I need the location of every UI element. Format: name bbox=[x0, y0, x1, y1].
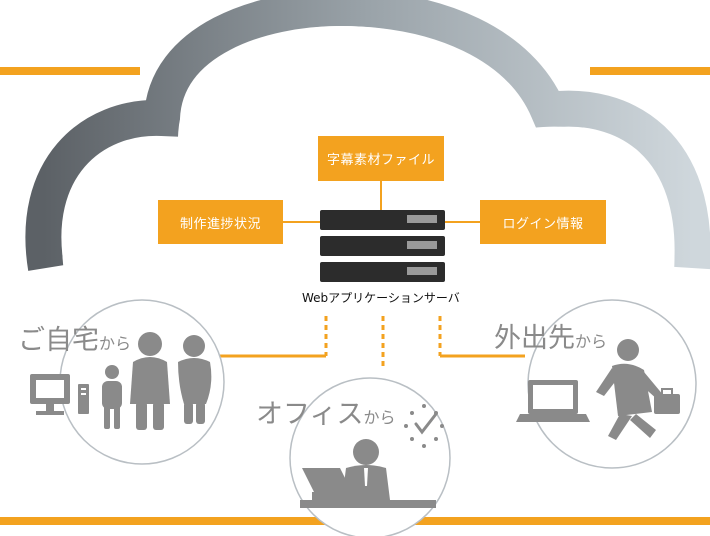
office-worker-icon bbox=[300, 439, 436, 508]
server-icon bbox=[320, 210, 445, 282]
office-label: オフィスから bbox=[256, 392, 395, 431]
subtitle-files-label: 字幕素材ファイル bbox=[326, 153, 435, 168]
server-label: Webアプリケーションサーバ bbox=[302, 291, 460, 305]
home-label-suffix: から bbox=[99, 334, 132, 353]
businessman-icon bbox=[596, 339, 680, 440]
family-icon bbox=[102, 332, 212, 430]
login-info-label: ログイン情報 bbox=[502, 216, 584, 232]
subtitle-files-box: 字幕素材ファイル bbox=[318, 136, 444, 181]
progress-status-box: 制作進捗状況 bbox=[158, 200, 283, 244]
office-label-main: オフィス bbox=[256, 399, 364, 430]
clock-icon bbox=[404, 404, 444, 448]
office-label-suffix: から bbox=[363, 408, 396, 427]
desktop-computer-icon bbox=[30, 374, 89, 415]
home-label-main: ご自宅 bbox=[18, 325, 99, 356]
outside-label-main: 外出先 bbox=[494, 323, 575, 354]
login-info-box: ログイン情報 bbox=[480, 200, 606, 244]
laptop-icon bbox=[516, 380, 590, 422]
cloud-outline bbox=[25, 0, 710, 271]
home-label: ご自宅から bbox=[18, 318, 131, 357]
progress-status-label: 制作進捗状況 bbox=[179, 216, 261, 232]
outside-label-suffix: から bbox=[575, 332, 608, 351]
outside-label: 外出先から bbox=[494, 316, 607, 355]
